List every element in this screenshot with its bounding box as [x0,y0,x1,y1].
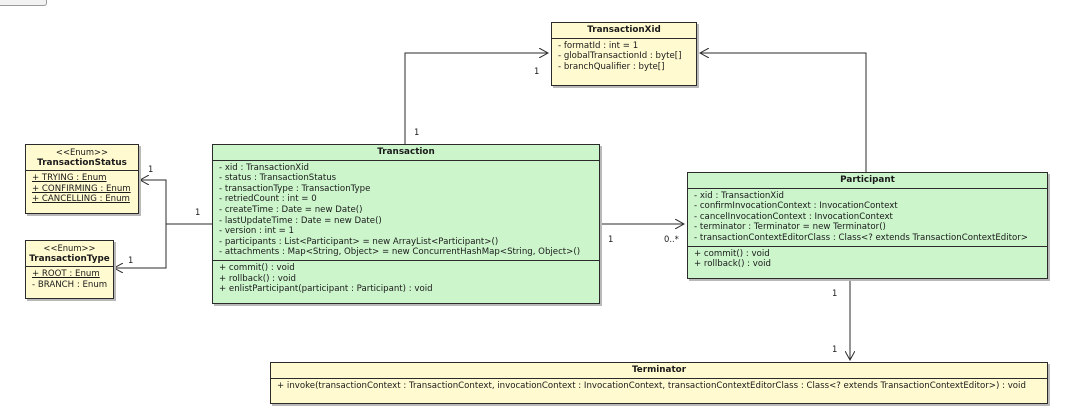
edge-transaction-type [114,224,167,268]
class-name: Terminator [631,365,687,375]
attribute: - transactionType : TransactionType [219,183,371,194]
class-name: TransactionXid [587,25,661,35]
operation: + enlistParticipant(participant : Partic… [219,284,433,295]
enum-transaction-status[interactable]: <<Enum>> TransactionStatus + TRYING : En… [25,144,139,214]
multiplicity-label: 0..* [664,234,679,244]
attribute: - xid : TransactionXid [219,162,310,173]
operation: + commit() : void [694,248,770,259]
operations-section: + commit() : void + rollback() : void [688,245,1047,272]
stereotype-label: <<Enum>> [43,243,96,253]
literals-section: + ROOT : Enum - BRANCH : Enum [26,266,113,292]
attribute: - formatId : int = 1 [558,40,639,51]
edge-participant-xid [700,53,867,172]
class-terminator[interactable]: Terminator + invoke(transactionContext :… [270,362,1048,404]
operations-section: + commit() : void + rollback() : void + … [213,259,599,297]
operation: + commit() : void [219,262,295,273]
stereotype-label: <<Enum>> [55,147,109,157]
multiplicity-label: 1 [832,288,838,298]
attribute: - confirmInvocationContext : InvocationC… [694,201,898,212]
multiplicity-label: 1 [534,66,540,76]
edge-transaction-status [140,180,167,224]
window-corner-tab [0,0,47,6]
attribute: - branchQualifier : byte[] [558,61,665,72]
attribute: - xid : TransactionXid [694,190,785,201]
class-participant[interactable]: Participant - xid : TransactionXid - con… [687,172,1048,279]
edge-transaction-xid [404,53,548,144]
enum-literal: + TRYING : Enum [32,173,107,184]
attribute: - createTime : Date = new Date() [219,204,363,215]
attribute: - terminator : Terminator = new Terminat… [694,222,886,233]
enum-literal: + CONFIRMING : Enum [32,183,131,194]
attributes-section: - xid : TransactionXid - confirmInvocati… [688,187,1047,246]
multiplicity-label: 1 [148,164,154,174]
enum-transaction-type[interactable]: <<Enum>> TransactionType + ROOT : Enum -… [25,240,114,299]
attribute: - attachments : Map<String, Object> = ne… [219,247,581,258]
enum-literal: + CANCELLING : Enum [32,194,130,205]
enum-literal: + ROOT : Enum [32,269,100,280]
operation: + rollback() : void [694,259,771,270]
operation: + invoke(transactionContext : Transactio… [277,380,1026,391]
attribute: - transactionContextEditorClass : Class<… [694,232,1028,243]
multiplicity-label: 1 [414,127,420,137]
attributes-section: - formatId : int = 1 - globalTransaction… [552,37,696,75]
attribute: - status : TransactionStatus [219,173,337,184]
multiplicity-label: 1 [608,234,614,244]
class-name: TransactionStatus [37,157,127,168]
attribute: - lastUpdateTime : Date = new Date() [219,215,382,226]
operations-section: + invoke(transactionContext : Transactio… [271,377,1047,394]
attribute: - retriedCount : int = 0 [219,194,317,205]
attributes-section: - xid : TransactionXid - status : Transa… [213,159,599,260]
multiplicity-label: 1 [832,344,838,354]
class-transaction[interactable]: Transaction - xid : TransactionXid - sta… [212,144,600,304]
attribute: - cancelInvocationContext : InvocationCo… [694,211,893,222]
class-name: Participant [840,175,895,185]
class-name: TransactionType [29,253,110,264]
enum-literal: - BRANCH : Enum [32,279,108,290]
attribute: - version : int = 1 [219,226,295,237]
attribute: - globalTransactionId : byte[] [558,51,682,62]
operation: + rollback() : void [219,273,296,284]
multiplicity-label: 1 [195,207,201,217]
class-transaction-xid[interactable]: TransactionXid - formatId : int = 1 - gl… [551,22,697,86]
class-name: Transaction [377,147,435,157]
multiplicity-label: 1 [128,255,134,265]
attribute: - participants : List<Participant> = new… [219,236,499,247]
literals-section: + TRYING : Enum + CONFIRMING : Enum + CA… [26,170,138,207]
